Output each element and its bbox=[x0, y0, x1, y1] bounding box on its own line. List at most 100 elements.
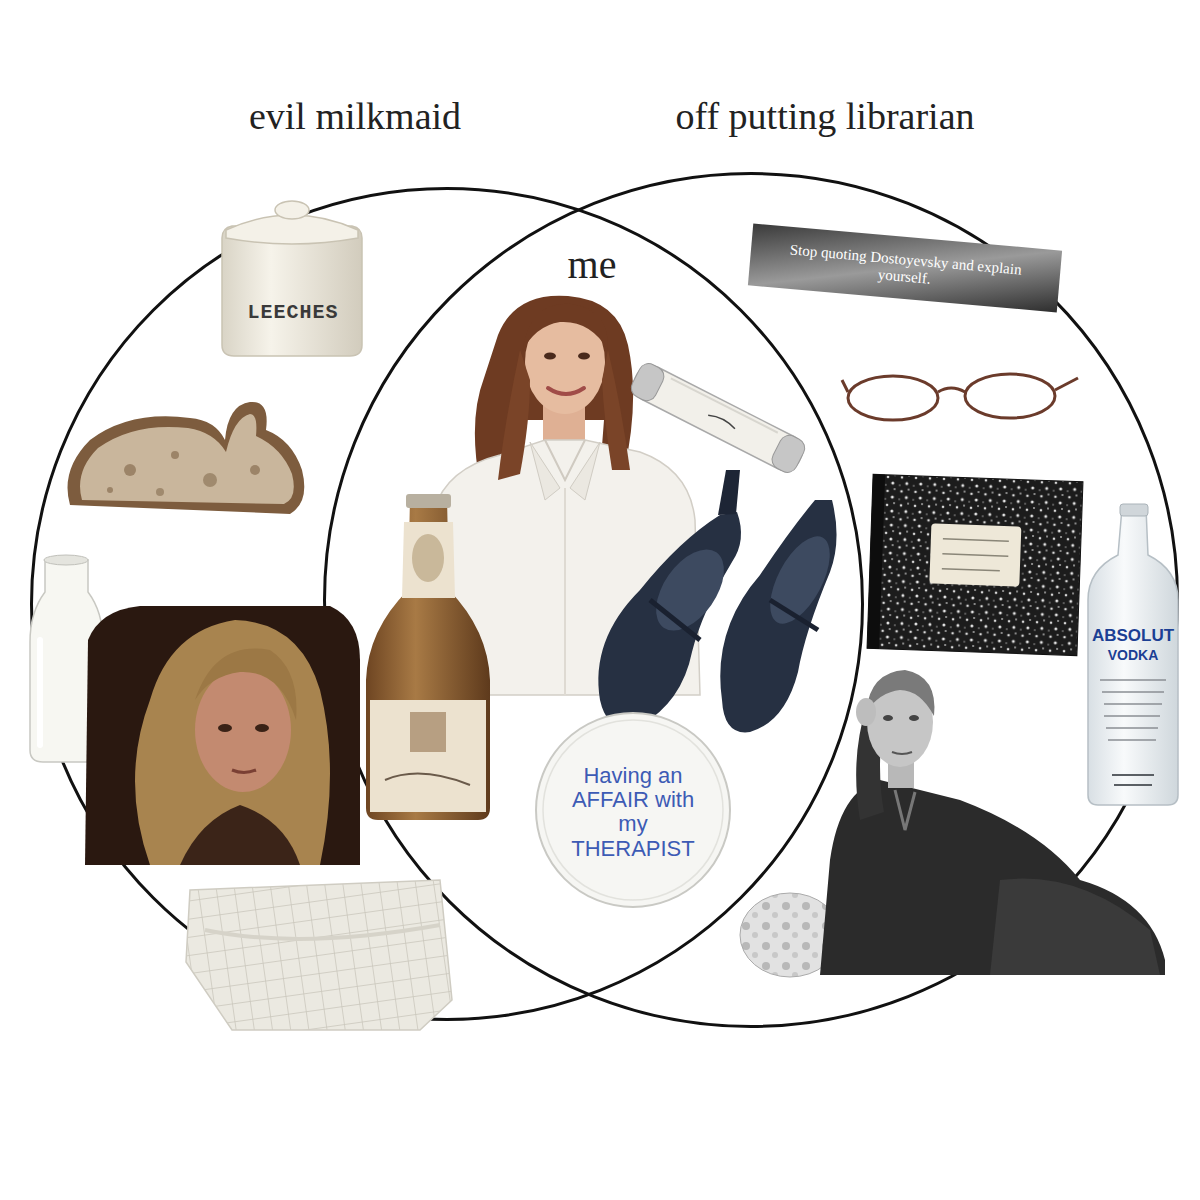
composition-notebook-part bbox=[942, 539, 1009, 571]
girl-portrait-part bbox=[218, 724, 232, 732]
mary-jane-shoes bbox=[598, 470, 842, 732]
beer-bottle bbox=[366, 494, 490, 820]
venn-circle: evil milkmaid bbox=[30, 187, 864, 1021]
girl-portrait-part bbox=[180, 805, 300, 865]
woman-figure-part bbox=[498, 350, 530, 480]
beer-bottle-part bbox=[370, 700, 486, 812]
girl-portrait-part bbox=[85, 606, 360, 865]
girl-portrait-part bbox=[195, 649, 296, 720]
leech-jar-part bbox=[222, 226, 362, 356]
vodka-bottle-part bbox=[1088, 508, 1178, 805]
bread-slice-part bbox=[68, 402, 305, 514]
writer-portrait bbox=[740, 670, 1165, 977]
woman-figure-part bbox=[522, 304, 608, 352]
composition-notebook bbox=[867, 474, 1083, 655]
eyeglasses-part bbox=[965, 374, 1055, 418]
venn-circle-outline bbox=[32, 189, 863, 1020]
woman-figure bbox=[430, 296, 700, 695]
beer-bottle-part bbox=[385, 774, 470, 785]
bread-slice-part bbox=[124, 464, 136, 476]
bread-slice-part bbox=[107, 487, 113, 493]
writer-portrait-part bbox=[866, 670, 934, 716]
towel-part bbox=[186, 880, 452, 1030]
venn-circle-outline bbox=[325, 174, 1178, 1027]
leech-jar-part bbox=[275, 201, 309, 219]
pocket-knife-part bbox=[708, 413, 736, 429]
writer-portrait-part bbox=[740, 893, 840, 977]
composition-notebook-part bbox=[867, 474, 885, 648]
bread-slice-part bbox=[80, 414, 294, 504]
girl-portrait bbox=[85, 606, 360, 865]
mary-jane-shoes-part bbox=[650, 600, 700, 640]
eyeglasses-part bbox=[1055, 378, 1078, 390]
leech-jar-part bbox=[226, 215, 358, 244]
composition-notebook-part bbox=[867, 474, 1083, 655]
pin-button-part bbox=[536, 713, 730, 907]
towel bbox=[186, 880, 452, 1030]
woman-figure-part bbox=[543, 398, 585, 450]
beer-bottle-part bbox=[410, 712, 446, 752]
eyeglasses-part bbox=[842, 380, 848, 392]
writer-portrait-part bbox=[883, 715, 893, 721]
mary-jane-shoes-part bbox=[718, 470, 740, 515]
pocket-knife-part bbox=[671, 378, 778, 432]
bread-slice-part bbox=[171, 451, 179, 459]
bread-slice-part bbox=[203, 473, 217, 487]
venn-circle-outline bbox=[323, 172, 1179, 1028]
beer-bottle-part bbox=[406, 494, 451, 508]
girl-portrait-part bbox=[255, 724, 269, 732]
venn-circle: off putting librarian bbox=[323, 172, 1179, 1028]
set-heading: evil milkmaid bbox=[249, 96, 461, 138]
pocket-knife-part bbox=[628, 360, 668, 404]
pocket-knife-part bbox=[628, 360, 808, 476]
writer-portrait-part bbox=[856, 708, 884, 820]
sticker-text: Stop quoting Dostoyevsky and explain you… bbox=[774, 240, 1036, 296]
writer-portrait-part bbox=[895, 790, 915, 830]
woman-figure-part bbox=[545, 440, 585, 480]
mary-jane-shoes-part bbox=[642, 537, 737, 642]
woman-figure-part bbox=[578, 353, 590, 360]
set-heading: off putting librarian bbox=[675, 96, 974, 138]
woman-figure-part bbox=[544, 353, 556, 360]
milk-bottle bbox=[30, 555, 103, 762]
girl-portrait-part bbox=[195, 668, 291, 792]
woman-figure-part bbox=[548, 388, 584, 394]
writer-portrait-part bbox=[888, 752, 914, 788]
woman-figure-part bbox=[430, 440, 700, 695]
composition-notebook-part bbox=[929, 523, 1021, 586]
towel-part bbox=[205, 925, 440, 939]
vodka-bottle bbox=[1088, 504, 1178, 805]
mary-jane-shoes-part bbox=[758, 527, 842, 632]
jar-label: LEECHES bbox=[247, 302, 338, 324]
bread-slice bbox=[68, 402, 305, 514]
intersection-label: me bbox=[568, 243, 617, 287]
eyeglasses-part bbox=[938, 388, 965, 392]
eyeglasses bbox=[842, 374, 1078, 420]
mary-jane-shoes-part bbox=[720, 500, 836, 732]
beer-bottle-part bbox=[366, 498, 490, 820]
milk-bottle-part bbox=[30, 560, 103, 762]
writer-portrait-part bbox=[856, 698, 876, 726]
bread-slice-part bbox=[250, 465, 260, 475]
girl-portrait-part bbox=[232, 770, 256, 773]
woman-figure-part bbox=[475, 296, 633, 484]
beer-bottle-part bbox=[402, 522, 455, 598]
milk-bottle-part bbox=[44, 555, 88, 565]
vodka-bottle-part bbox=[1120, 504, 1148, 516]
writer-portrait-part bbox=[867, 677, 933, 767]
beer-bottle-part bbox=[412, 534, 444, 582]
leech-jar bbox=[222, 201, 362, 356]
woman-figure-part bbox=[564, 488, 566, 695]
woman-figure-part bbox=[602, 350, 630, 470]
bumper-sticker bbox=[748, 224, 1062, 313]
writer-portrait-part bbox=[820, 780, 1165, 975]
button-text: Having an AFFAIR with my THERAPIST bbox=[558, 764, 708, 861]
vodka-bottle-part bbox=[1100, 680, 1166, 740]
bread-slice-part bbox=[156, 488, 164, 496]
girl-portrait-part bbox=[135, 620, 330, 865]
vodka-bottle-part bbox=[1112, 775, 1154, 785]
pin-button bbox=[536, 713, 730, 907]
writer-portrait-part bbox=[892, 752, 912, 754]
